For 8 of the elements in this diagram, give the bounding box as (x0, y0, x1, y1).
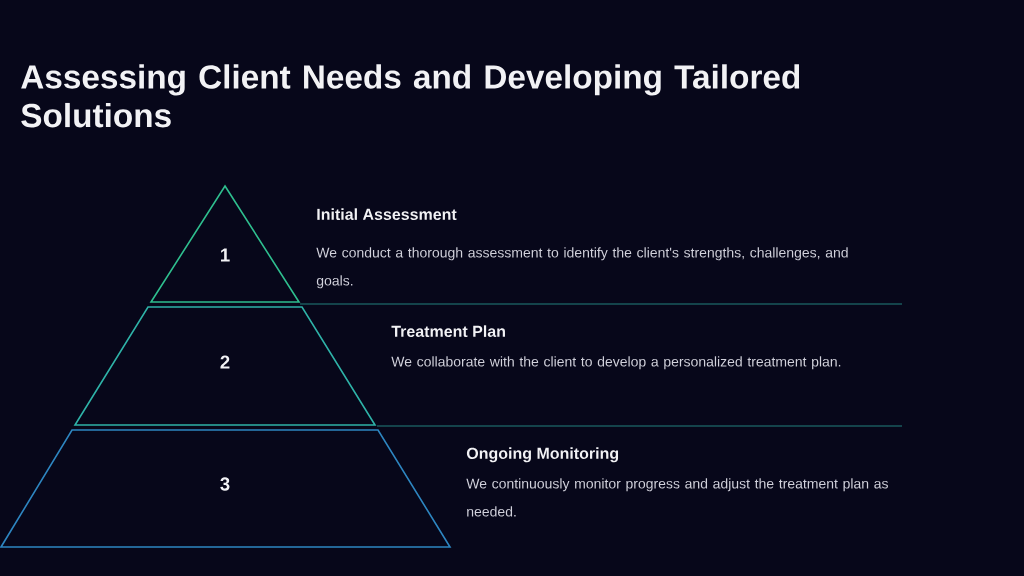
step-heading: Initial Assessment (317, 208, 457, 220)
title: Assessing Client Needs and Developing Tailored Solutions (21, 64, 800, 128)
step-heading: Treatment Plan (391, 325, 505, 337)
step-description: We conduct a thorough assessment to identify the client's strengths, challenges, and goals. (316, 247, 848, 289)
step-description: We collaborate with the client to develop a personalized treatment plan. (391, 356, 841, 370)
pyramid-segment: 3 (0, 429, 452, 548)
step-description: We continuously monitor progress and adjust the treatment plan as needed. (466, 478, 888, 517)
step-heading: Ongoing Monitoring (466, 447, 619, 463)
